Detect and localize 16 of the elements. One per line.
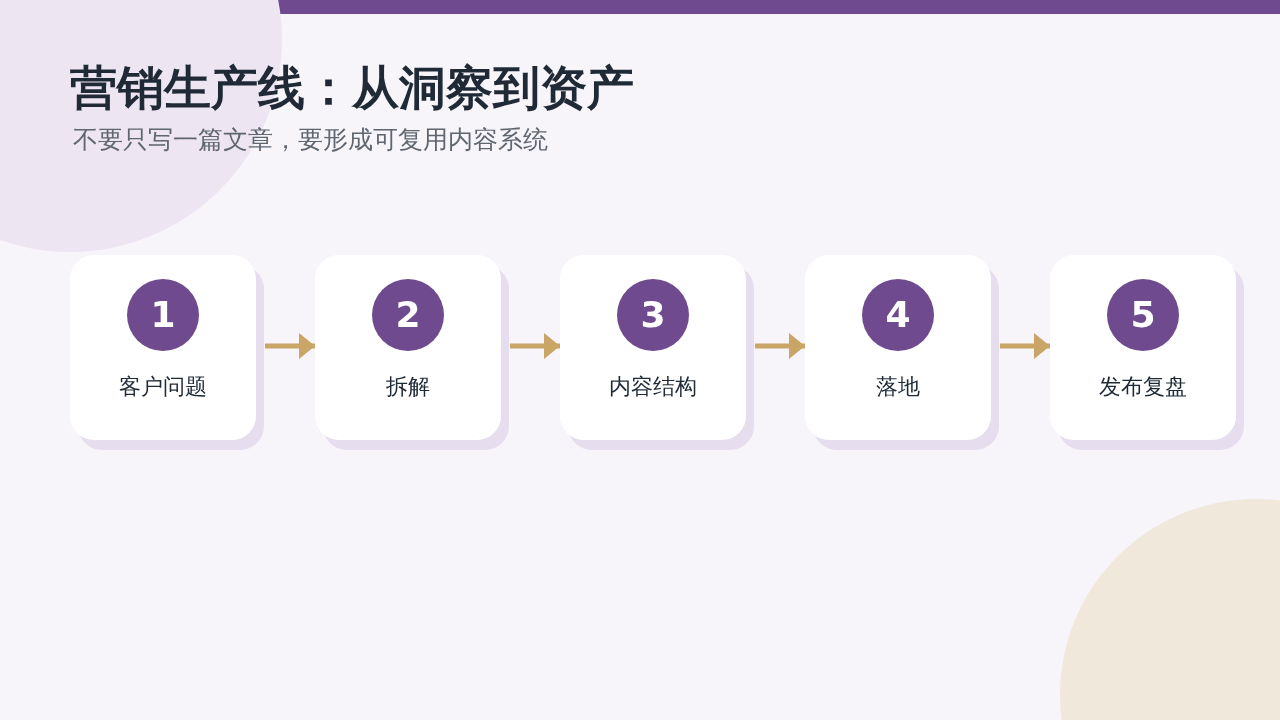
arrow <box>265 333 315 359</box>
subtitle: 不要只写一篇文章，要形成可复用内容系统 <box>73 124 548 156</box>
step-label: 内容结构 <box>609 373 697 401</box>
number-circle: 1 <box>127 279 199 351</box>
title: 营销生产线：从洞察到资产 <box>70 60 634 116</box>
step-label: 拆解 <box>386 373 430 401</box>
arrow <box>510 333 560 359</box>
arrow <box>755 333 805 359</box>
number-circle: 4 <box>862 279 934 351</box>
step-label: 发布复盘 <box>1099 373 1187 401</box>
arrow <box>1000 333 1050 359</box>
step-label: 落地 <box>876 373 920 401</box>
number-circle: 2 <box>372 279 444 351</box>
number-circle: 3 <box>617 279 689 351</box>
number-circle: 5 <box>1107 279 1179 351</box>
step-label: 客户问题 <box>119 373 207 401</box>
